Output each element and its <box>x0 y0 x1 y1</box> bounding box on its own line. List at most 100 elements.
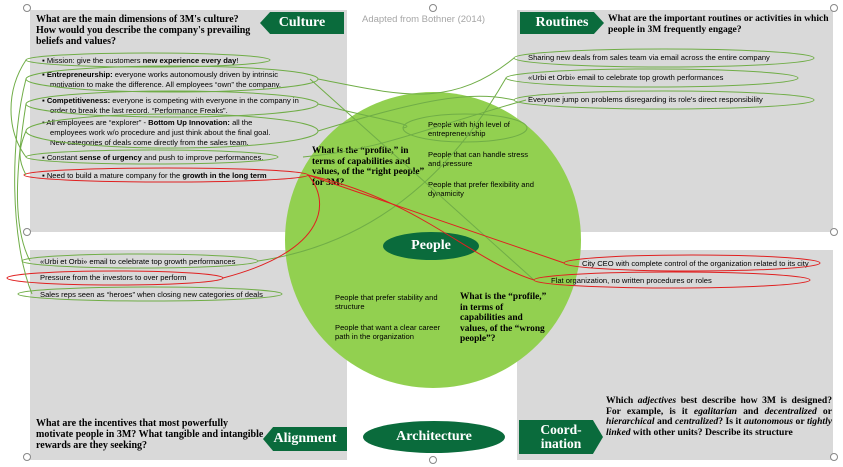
culture-question: What are the main dimensions of 3M's cul… <box>36 14 251 48</box>
selection-handle[interactable] <box>830 453 838 461</box>
bullet-icon: ▪ <box>42 171 47 180</box>
coordination-question-part: autonomous <box>743 416 793 428</box>
coordination-tag: Coord- ination <box>519 420 603 454</box>
coordination-question: Which adjectives best describe how 3M is… <box>606 395 832 439</box>
right-people-question: What is the “profile,” in terms of capab… <box>312 146 425 188</box>
routines-item: Sharing new deals from sales team via em… <box>528 53 770 62</box>
architecture-label: Architecture <box>396 429 472 444</box>
right-profile-item: People that can handle stress and pressu… <box>428 150 529 169</box>
culture-item-text: all the <box>229 118 253 127</box>
right-profile-item: People with high level of entrepreneursh… <box>428 120 510 139</box>
coordination-question-part: or <box>793 416 807 428</box>
coordination-question-part: and <box>737 405 765 417</box>
culture-item-text: Mission: give the customers <box>46 56 143 65</box>
selection-handle[interactable] <box>429 4 437 12</box>
wrong-profile-item: People that prefer stability and structu… <box>335 293 438 312</box>
wrong-people-question: What is the “profile,” in terms of capab… <box>460 292 547 345</box>
right-profile-item: People that prefer flexibility and dynam… <box>428 180 534 199</box>
coordination-question-part: egalitarian <box>693 405 737 417</box>
culture-item-text: ! <box>236 56 239 65</box>
coordination-question-part: or <box>816 405 832 417</box>
culture-oval <box>23 167 309 183</box>
routines-question: What are the important routines or activ… <box>608 13 829 35</box>
culture-item: ▪ Competitiveness: everyone is competing… <box>42 96 299 105</box>
culture-item: ▪ Entrepreneurship: everyone works auton… <box>42 70 279 79</box>
coordination-question-part: decentralized <box>764 405 817 417</box>
coordination-question-part: tightly linked <box>606 416 832 439</box>
routines-tag: Routines <box>520 12 604 34</box>
coordination-question-part: Which <box>606 395 638 406</box>
coordination-question-part: centralized <box>675 416 719 428</box>
alignment-tag: Alignment <box>263 427 347 451</box>
selection-handle[interactable] <box>23 4 31 12</box>
coordination-question-part: best describe how 3M is designed? For ex… <box>606 395 832 417</box>
culture-item-text: everyone works autonomously driven by in… <box>112 70 279 79</box>
culture-item-text: New categories of deals come directly fr… <box>50 138 249 147</box>
routines-oval <box>505 68 799 88</box>
alignment-oval <box>17 286 283 302</box>
alignment-item: «Urbi et Orbi» email to celebrate top gr… <box>40 257 236 266</box>
alignment-item: Pressure from the investors to over perf… <box>40 273 187 282</box>
alignment-oval <box>6 270 224 286</box>
culture-item-bold: Bottom Up Innovation: <box>148 118 230 127</box>
selection-handle[interactable] <box>23 228 31 236</box>
culture-item-bold: sense of urgency <box>79 153 142 162</box>
culture-label: Culture <box>278 15 326 30</box>
culture-item: ▪ Constant sense of urgency and push to … <box>42 153 264 162</box>
culture-item-text: Constant <box>46 153 80 162</box>
alignment-item: Sales reps seen as “heroes” when closing… <box>40 290 263 299</box>
coordination-label-line1: Coord- <box>540 421 582 437</box>
architecture-tag: Architecture <box>363 421 505 453</box>
bullet-icon: ▪ <box>42 70 47 79</box>
culture-item-bold: Competitiveness: <box>46 96 111 105</box>
culture-item-text: everyone is competing with everyone in t… <box>110 96 299 105</box>
culture-item: order to break the last record. “Perform… <box>50 106 228 115</box>
people-tag: People <box>383 232 479 260</box>
culture-item-text: order to break the last record. “Perform… <box>50 106 228 115</box>
culture-oval <box>25 113 319 149</box>
alignment-oval <box>21 253 259 269</box>
bullet-icon: ▪ <box>42 153 47 162</box>
coordination-oval <box>563 254 821 272</box>
bullet-icon: ▪ <box>42 96 47 105</box>
culture-oval <box>25 52 271 68</box>
routines-oval <box>513 48 815 68</box>
bullet-icon: ▪ <box>42 56 47 65</box>
routines-item: «Urbi et Orbi» email to celebrate top gr… <box>528 73 724 82</box>
culture-item: motivation to make the difference. All e… <box>50 80 281 89</box>
culture-item-bold: new experience every day <box>142 56 237 65</box>
coordination-question-part: hierarchical <box>606 416 655 428</box>
coordination-label-line2: ination <box>540 436 582 451</box>
selection-handle[interactable] <box>429 456 437 464</box>
coordination-item: Flat organization, no written procedures… <box>551 276 712 285</box>
culture-item-text: motivation to make the difference. All e… <box>50 80 282 89</box>
selection-handle[interactable] <box>23 453 31 461</box>
culture-item: ▪ Need to build a mature company for the… <box>42 171 267 180</box>
culture-oval <box>25 90 319 118</box>
profile-oval <box>402 113 528 143</box>
culture-item-text: Need to build a mature company for the <box>46 171 183 180</box>
culture-item-text: All employees are “explorer” - <box>46 118 149 127</box>
culture-item-text: employees work w/o procedure and just th… <box>50 128 271 137</box>
coordination-oval <box>533 271 811 289</box>
coordination-item: City CEO with complete control of the or… <box>582 259 809 268</box>
culture-tag: Culture <box>260 12 344 34</box>
culture-item: ▪ Mission: give the customers new experi… <box>42 56 239 65</box>
coordination-question-part: adjectives <box>637 395 677 406</box>
culture-item-bold: growth in the long term <box>182 171 267 180</box>
culture-item: New categories of deals come directly fr… <box>50 138 249 147</box>
culture-oval <box>25 149 279 165</box>
alignment-label: Alignment <box>273 431 337 446</box>
culture-item-bold: Entrepreneurship: <box>46 70 113 79</box>
source-note: Adapted from Bothner (2014) <box>362 14 486 25</box>
coordination-question-part: with other units? Describe its structure <box>630 427 793 439</box>
selection-handle[interactable] <box>830 228 838 236</box>
culture-item-text: and push to improve performances. <box>141 153 264 162</box>
coordination-question-part: ? Is it <box>718 416 744 428</box>
people-label: People <box>411 238 451 253</box>
selection-handle[interactable] <box>830 4 838 12</box>
coordination-question-part: and <box>654 416 676 428</box>
culture-oval <box>25 65 319 93</box>
routines-label: Routines <box>535 15 589 30</box>
